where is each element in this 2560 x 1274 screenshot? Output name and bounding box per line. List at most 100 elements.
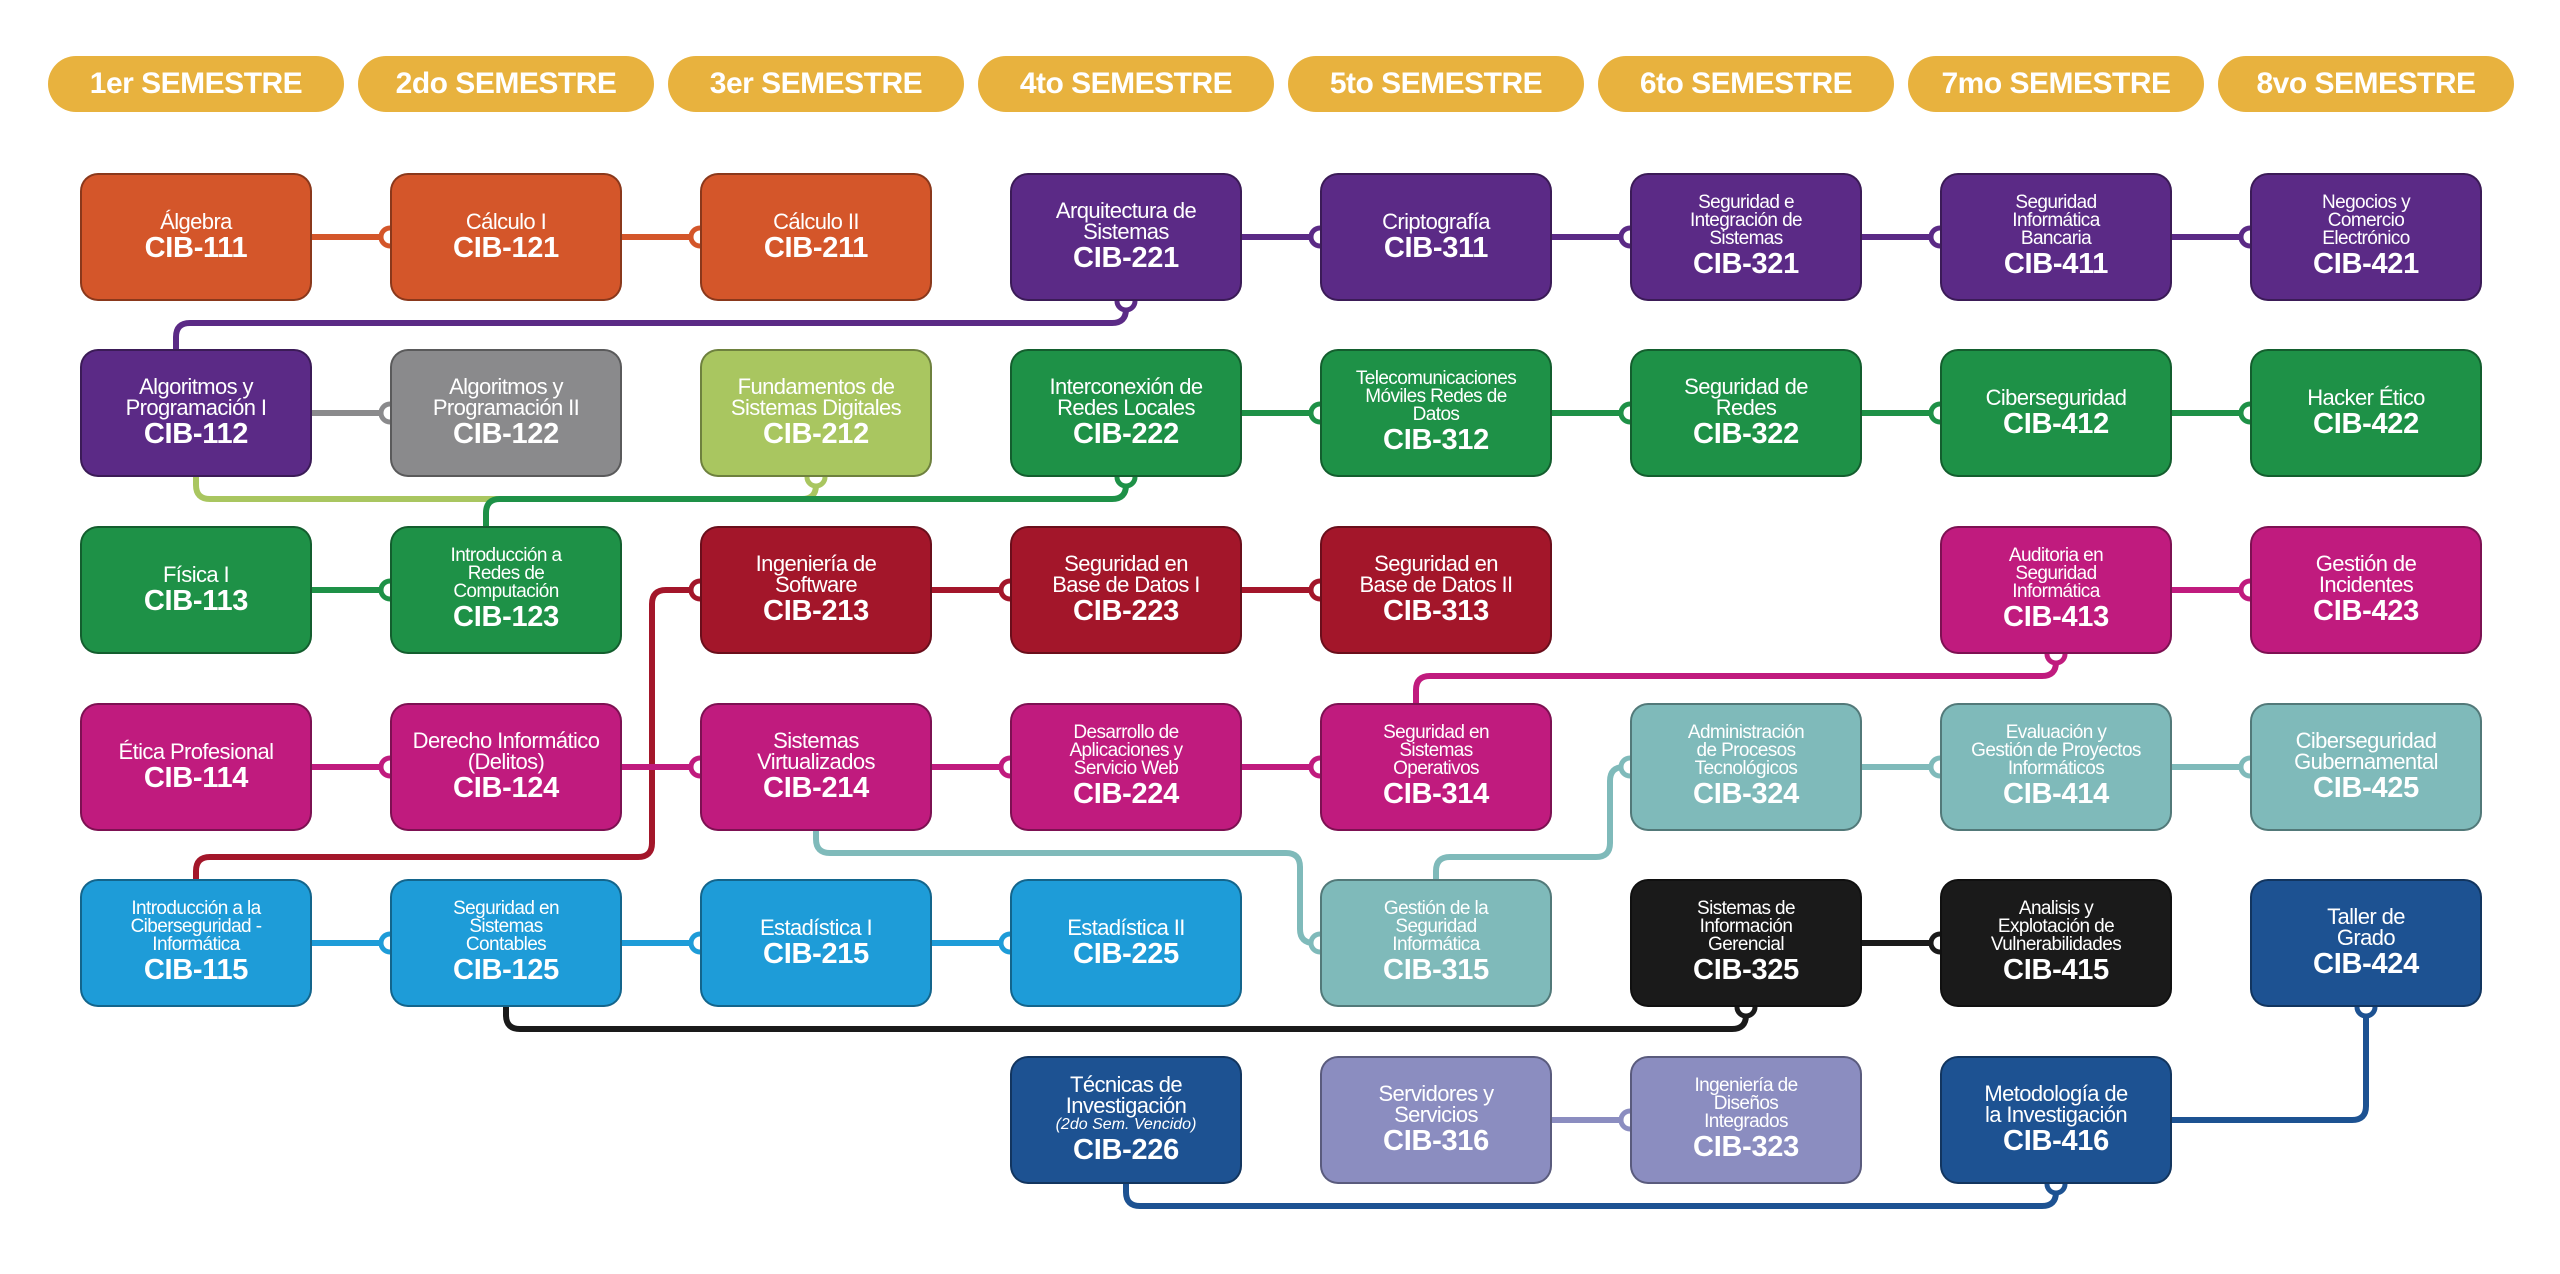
course-code: CIB-316 — [1383, 1125, 1489, 1157]
semester-header-7: 7mo SEMESTRE — [1908, 56, 2204, 112]
course-code: CIB-224 — [1073, 778, 1179, 810]
semester-header-2: 2do SEMESTRE — [358, 56, 654, 112]
link-cib-123-cib-222 — [483, 474, 1129, 529]
course-code: CIB-213 — [763, 595, 869, 627]
course-code: CIB-323 — [1693, 1131, 1799, 1163]
course-code: CIB-412 — [2003, 407, 2109, 440]
course-name: Evaluación y Gestión de Proyectos Inform… — [1971, 722, 2141, 779]
course-name: Sistemas de Información Gerencial — [1697, 898, 1796, 955]
course-code: CIB-125 — [453, 954, 559, 986]
course-name: Ciberseguridad — [1985, 384, 2127, 410]
course-name: Seguridad en Base de Datos II — [1359, 551, 1513, 597]
course-code: CIB-122 — [453, 418, 559, 450]
course-name: Gestión de Incidentes — [2315, 551, 2417, 597]
course-card-cib-415[interactable]: Analisis y Explotación de Vulnerabilidad… — [1940, 879, 2172, 1007]
course-name: Ética Profesional — [118, 738, 274, 764]
course-code: CIB-421 — [2313, 248, 2419, 280]
course-name: Sistemas Virtualizados — [757, 728, 875, 774]
course-name: Seguridad de Redes — [1684, 374, 1808, 420]
course-name: Ingeniería de Software — [755, 551, 877, 597]
course-name: Técnicas de Investigación — [1065, 1072, 1187, 1118]
course-name: Negocios y Comercio Electrónico — [2322, 192, 2411, 249]
course-name: Ingeniería de Diseños Integrados — [1694, 1075, 1798, 1132]
course-code: CIB-425 — [2313, 772, 2419, 804]
link-cib-115-cib-213 — [193, 587, 703, 882]
course-card-cib-124[interactable]: Derecho Informático (Delitos)CIB-124 — [390, 703, 622, 831]
course-code: CIB-315 — [1383, 954, 1489, 986]
course-code: CIB-325 — [1693, 954, 1799, 986]
course-code: CIB-121 — [453, 231, 559, 264]
course-code: CIB-211 — [763, 231, 869, 264]
course-card-cib-226[interactable]: Técnicas de Investigación(2do Sem. Venci… — [1010, 1056, 1242, 1184]
course-code: CIB-314 — [1383, 778, 1489, 810]
course-name: Algoritmos y Programación II — [432, 374, 580, 420]
course-name: Taller de Grado — [2327, 904, 2405, 950]
course-name: Introducción a la Ciberseguridad - Infor… — [130, 898, 262, 955]
course-card-cib-414[interactable]: Evaluación y Gestión de Proyectos Inform… — [1940, 703, 2172, 831]
course-name: Derecho Informático (Delitos) — [412, 728, 600, 774]
course-card-cib-224[interactable]: Desarrollo de Aplicaciones y Servicio We… — [1010, 703, 1242, 831]
course-card-cib-312[interactable]: Telecomunicaciones Móviles Redes de Dato… — [1320, 349, 1552, 477]
course-name: Hacker Ético — [2307, 384, 2425, 410]
link-cib-125-cib-325 — [503, 1004, 1749, 1032]
semester-header-3: 3er SEMESTRE — [668, 56, 964, 112]
course-code: CIB-212 — [763, 418, 869, 450]
link-cib-314-cib-413 — [1413, 651, 2059, 706]
course-code: CIB-115 — [143, 954, 249, 986]
course-name: Administración de Procesos Tecnológicos — [1687, 722, 1805, 779]
course-name: Interconexión de Redes Locales — [1049, 374, 1203, 420]
course-code: CIB-411 — [2003, 248, 2109, 280]
course-code: CIB-415 — [2003, 954, 2109, 986]
course-code: CIB-324 — [1693, 778, 1799, 810]
course-name: Seguridad en Base de Datos I — [1052, 551, 1200, 597]
course-code: CIB-322 — [1693, 418, 1799, 450]
semester-header-4: 4to SEMESTRE — [978, 56, 1274, 112]
course-name: Telecomunicaciones Móviles Redes de Dato… — [1355, 368, 1517, 425]
link-cib-416-cib-424 — [2169, 1004, 2369, 1123]
course-name: Seguridad en Sistemas Contables — [453, 898, 559, 955]
semester-header-6: 6to SEMESTRE — [1598, 56, 1894, 112]
course-name: Física I — [162, 561, 230, 587]
course-code: CIB-215 — [763, 937, 869, 970]
course-name: Servidores y Servicios — [1378, 1081, 1494, 1127]
course-card-cib-115[interactable]: Introducción a la Ciberseguridad - Infor… — [80, 879, 312, 1007]
course-code: CIB-424 — [2313, 948, 2419, 980]
